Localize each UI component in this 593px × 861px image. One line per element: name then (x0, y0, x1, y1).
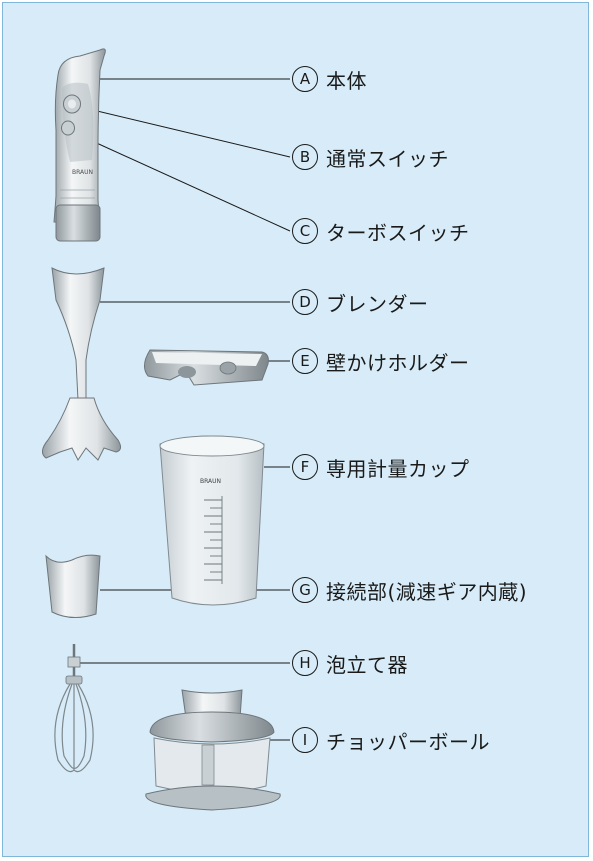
label-part-c: C ターボスイッチ (292, 216, 470, 246)
badge-i: I (292, 727, 318, 753)
badge-e: E (292, 348, 318, 374)
label-part-f: F 専用計量カップ (292, 452, 470, 482)
part-name-d: ブレンダー (326, 291, 429, 316)
wall-holder-illustration (144, 349, 269, 386)
badge-f: F (292, 454, 318, 480)
cup-brand-logo: BRAUN (200, 478, 221, 485)
leader-line-b (71, 104, 291, 158)
part-name-c: ターボスイッチ (326, 220, 470, 245)
whisk-illustration (54, 644, 94, 773)
label-part-g: G 接続部(減速ギア内蔵) (292, 575, 527, 605)
label-part-h: H 泡立て器 (292, 648, 408, 678)
gear-connector-illustration (45, 554, 101, 618)
badge-g: G (292, 577, 318, 603)
motor-body-illustration: BRAUN (53, 48, 106, 242)
label-part-a: A 本体 (292, 64, 367, 94)
part-name-g: 接続部(減速ギア内蔵) (326, 579, 528, 604)
badge-d: D (292, 289, 318, 315)
label-part-i: I チョッパーボール (292, 725, 490, 755)
chopper-bowl-illustration (145, 689, 281, 811)
part-name-a: 本体 (326, 68, 367, 93)
part-name-f: 専用計量カップ (326, 456, 470, 481)
badge-h: H (292, 650, 318, 676)
part-name-i: チョッパーボール (326, 729, 490, 754)
part-name-h: 泡立て器 (326, 652, 408, 677)
badge-a: A (292, 66, 318, 92)
label-part-d: D ブレンダー (292, 287, 429, 317)
badge-c: C (292, 218, 318, 244)
part-name-e: 壁かけホルダー (326, 350, 470, 375)
blender-shaft-illustration (42, 267, 122, 461)
badge-b: B (292, 144, 318, 170)
part-name-b: 通常スイッチ (326, 146, 449, 171)
label-part-e: E 壁かけホルダー (292, 346, 470, 376)
measuring-cup-illustration: BRAUN (159, 435, 265, 606)
leader-line-c (67, 129, 291, 232)
label-part-b: B 通常スイッチ (292, 142, 449, 172)
motor-brand-logo: BRAUN (72, 169, 93, 176)
